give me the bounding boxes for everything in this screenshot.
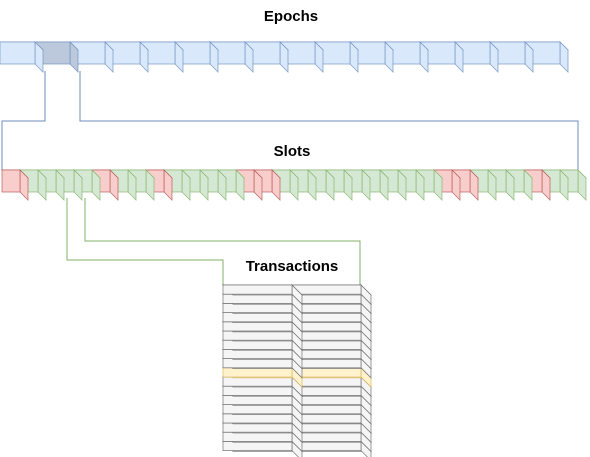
transaction-cell [291,440,372,457]
slots-to-transactions-connector [66,198,361,285]
transaction-cell [222,357,303,379]
transaction-cell [222,284,303,306]
epoch-cell [0,41,44,73]
epoch-to-slots-connector [1,71,579,170]
epochs-row [0,41,569,73]
transaction-cell [222,293,303,315]
epoch-cell [209,41,254,73]
epoch-cell [419,41,464,73]
transaction-cell [222,440,303,457]
epoch-cell [174,41,219,73]
slots-title: Slots [274,143,311,160]
slots-row [1,169,587,201]
epoch-cell [454,41,499,73]
transactions-grid [222,284,372,457]
epoch-cell [244,41,289,73]
transaction-cell [222,422,303,444]
epoch-cell [104,41,149,73]
epoch-cell [349,41,394,73]
epoch-cell [314,41,359,73]
transactions-title: Transactions [246,258,339,275]
epochs-title: Epochs [264,8,318,25]
epoch-cell [279,41,324,73]
epoch-cell [489,41,534,73]
transaction-cell [222,302,303,324]
slot-cell-empty [1,169,29,201]
epoch-cell [384,41,429,73]
